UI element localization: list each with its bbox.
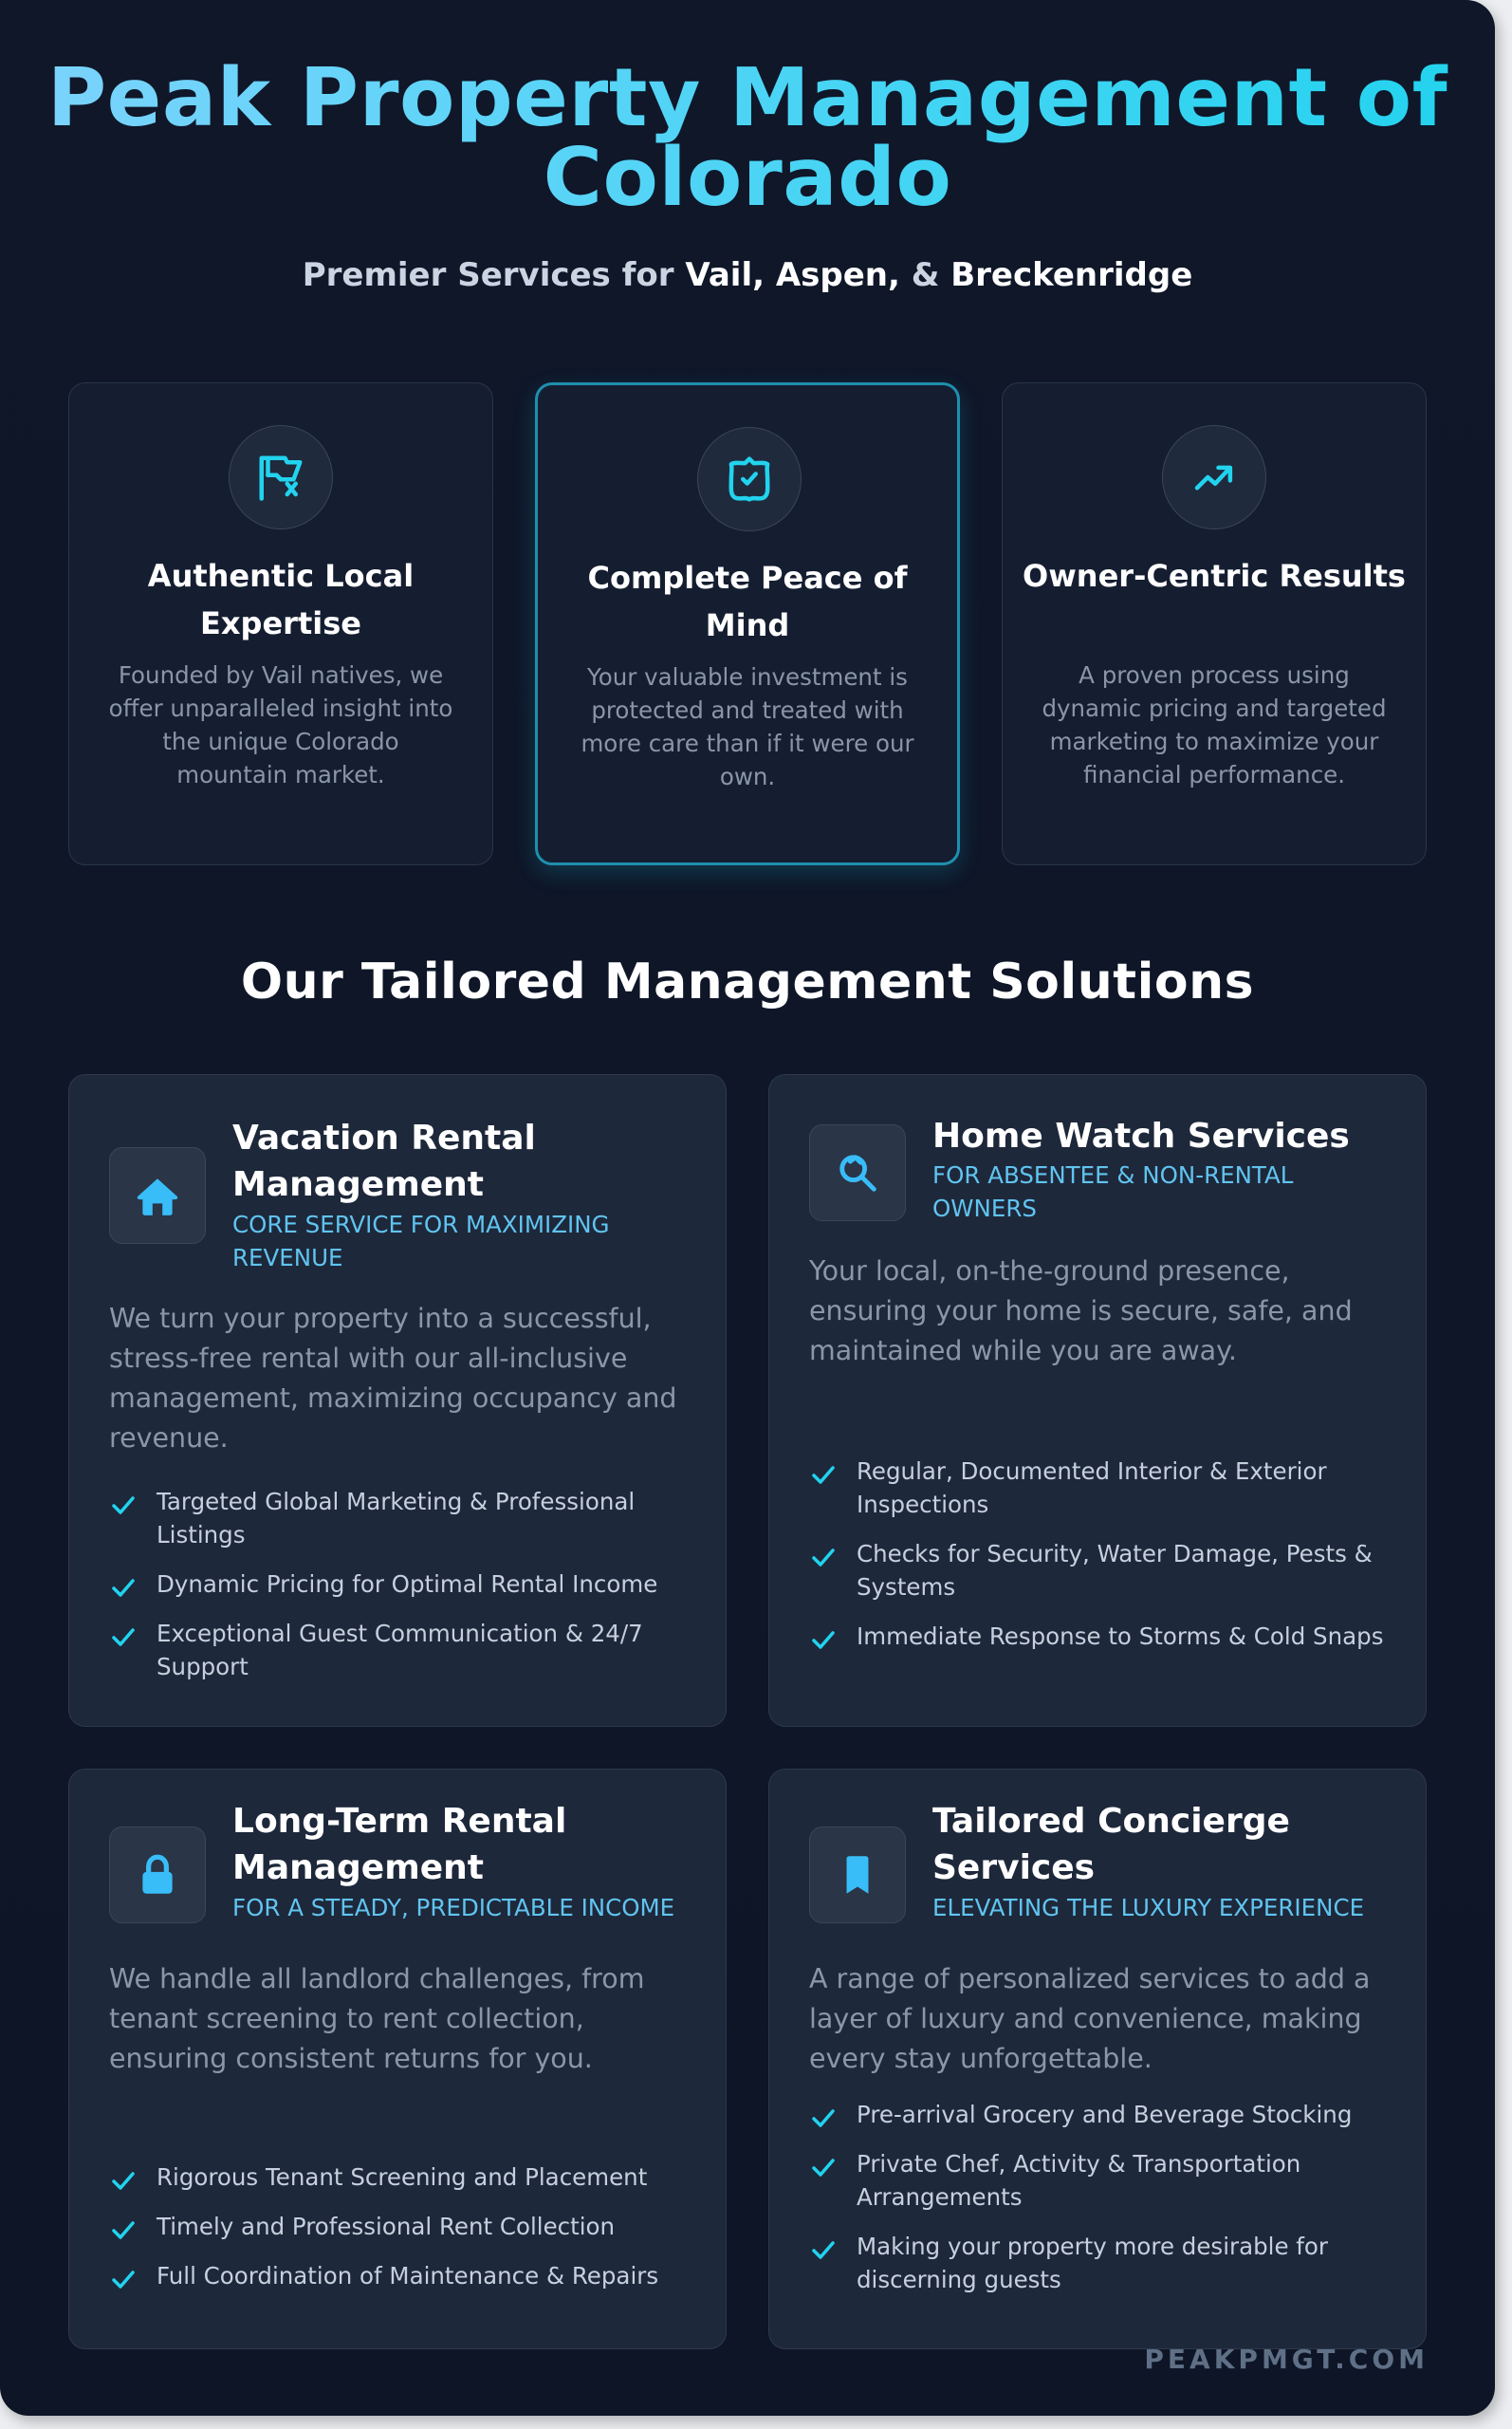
feature-icon-circle: [1162, 425, 1266, 529]
service-feature-list: Regular, Documented Interior & Exterior …: [809, 1455, 1388, 1669]
service-tagline: FOR ABSENTEE & NON-RENTAL OWNERS: [932, 1161, 1294, 1222]
subtitle-prefix: Premier Services for: [302, 256, 686, 294]
search-icon: [839, 1155, 876, 1192]
feature-card-owner-results: Owner-Centric Results A proven process u…: [1002, 382, 1427, 865]
service-description: We turn your property into a successful,…: [109, 1303, 677, 1454]
check-icon: [112, 1496, 135, 1514]
check-icon: [112, 1628, 135, 1646]
page-title: Peak Property Management of Colorado: [0, 58, 1495, 218]
service-description: A range of personalized services to add …: [809, 1963, 1371, 2074]
check-icon: [112, 2221, 135, 2239]
list-item: Pre-arrival Grocery and Beverage Stockin…: [809, 2098, 1388, 2131]
service-tagline: FOR A STEADY, PREDICTABLE INCOME: [232, 1894, 675, 1921]
feature-title: Owner-Centric Results: [1023, 558, 1406, 594]
service-card-long-term-rental: Long-Term Rental Management FOR A STEADY…: [68, 1769, 727, 2349]
list-item: Making your property more desirable for …: [809, 2230, 1388, 2296]
service-icon-box: [109, 1826, 206, 1923]
list-item: Regular, Documented Interior & Exterior …: [809, 1455, 1388, 1521]
list-item: Dynamic Pricing for Optimal Rental Incom…: [109, 1567, 688, 1601]
list-item: Private Chef, Activity & Transportation …: [809, 2147, 1388, 2214]
lock-icon: [142, 1854, 173, 1894]
list-item: Immediate Response to Storms & Cold Snap…: [809, 1620, 1388, 1653]
service-feature-list: Targeted Global Marketing & Professional…: [109, 1485, 688, 1699]
section-title: Our Tailored Management Solutions: [240, 954, 1255, 1011]
service-card-home-watch: Home Watch Services FOR ABSENTEE & NON-R…: [768, 1074, 1427, 1727]
service-tagline: CORE SERVICE FOR MAXIMIZING REVENUE: [232, 1211, 610, 1271]
feature-card-peace-of-mind: Complete Peace of Mind Your valuable inv…: [535, 382, 960, 865]
check-icon: [812, 2241, 835, 2259]
check-icon: [812, 1466, 835, 1484]
list-item: Checks for Security, Water Damage, Pests…: [809, 1537, 1388, 1604]
service-description: Your local, on-the-ground presence, ensu…: [809, 1255, 1353, 1366]
feature-card-local-expertise: Authentic Local Expertise Founded by Vai…: [68, 382, 493, 865]
check-icon: [112, 2172, 135, 2190]
service-tagline: ELEVATING THE LUXURY EXPERIENCE: [932, 1894, 1365, 1921]
map-icon: [259, 455, 303, 501]
service-title: Home Watch Services: [932, 1117, 1350, 1156]
service-card-concierge: Tailored Concierge Services ELEVATING TH…: [768, 1769, 1427, 2349]
home-icon: [137, 1178, 178, 1215]
feature-title: Authentic Local Expertise: [147, 558, 415, 641]
subtitle-locations-1: Vail, Aspen,: [685, 256, 900, 294]
feature-text: Founded by Vail natives, we offer unpara…: [108, 661, 453, 788]
feature-text: Your valuable investment is protected an…: [581, 663, 914, 790]
list-item: Rigorous Tenant Screening and Placement: [109, 2160, 688, 2194]
feature-icon-circle: [229, 425, 333, 529]
service-title: Vacation Rental Management: [232, 1119, 536, 1204]
check-icon: [112, 2271, 135, 2289]
service-icon-box: [809, 1124, 906, 1221]
bookmark-icon: [846, 1856, 869, 1894]
check-icon: [112, 1579, 135, 1597]
feature-title: Complete Peace of Mind: [587, 560, 908, 643]
list-item: Exceptional Guest Communication & 24/7 S…: [109, 1617, 688, 1683]
footer-website: PEAKPMGT.COM: [1144, 2344, 1429, 2375]
service-description: We handle all landlord challenges, from …: [109, 1963, 645, 2074]
feature-icon-circle: [697, 427, 802, 531]
service-title: Long-Term Rental Management: [232, 1802, 567, 1887]
check-icon: [812, 2159, 835, 2177]
list-item: Timely and Professional Rent Collection: [109, 2210, 688, 2243]
service-feature-list: Pre-arrival Grocery and Beverage Stockin…: [809, 2098, 1388, 2312]
shield-check-icon: [728, 456, 770, 502]
check-icon: [812, 2109, 835, 2127]
service-feature-list: Rigorous Tenant Screening and Placement …: [109, 2160, 688, 2308]
service-icon-box: [809, 1826, 906, 1923]
list-item: Targeted Global Marketing & Professional…: [109, 1485, 688, 1551]
list-item: Full Coordination of Maintenance & Repai…: [109, 2259, 688, 2292]
subtitle-locations-2: Breckenridge: [950, 256, 1193, 294]
feature-text: A proven process using dynamic pricing a…: [1042, 661, 1387, 788]
trending-up-icon: [1194, 465, 1233, 491]
service-card-vacation-rental: Vacation Rental Management CORE SERVICE …: [68, 1074, 727, 1727]
page-subtitle: Premier Services for Vail, Aspen, & Brec…: [0, 256, 1495, 294]
check-icon: [812, 1631, 835, 1649]
subtitle-amp: &: [899, 256, 951, 294]
service-title: Tailored Concierge Services: [932, 1802, 1290, 1887]
service-icon-box: [109, 1147, 206, 1244]
check-icon: [812, 1548, 835, 1567]
